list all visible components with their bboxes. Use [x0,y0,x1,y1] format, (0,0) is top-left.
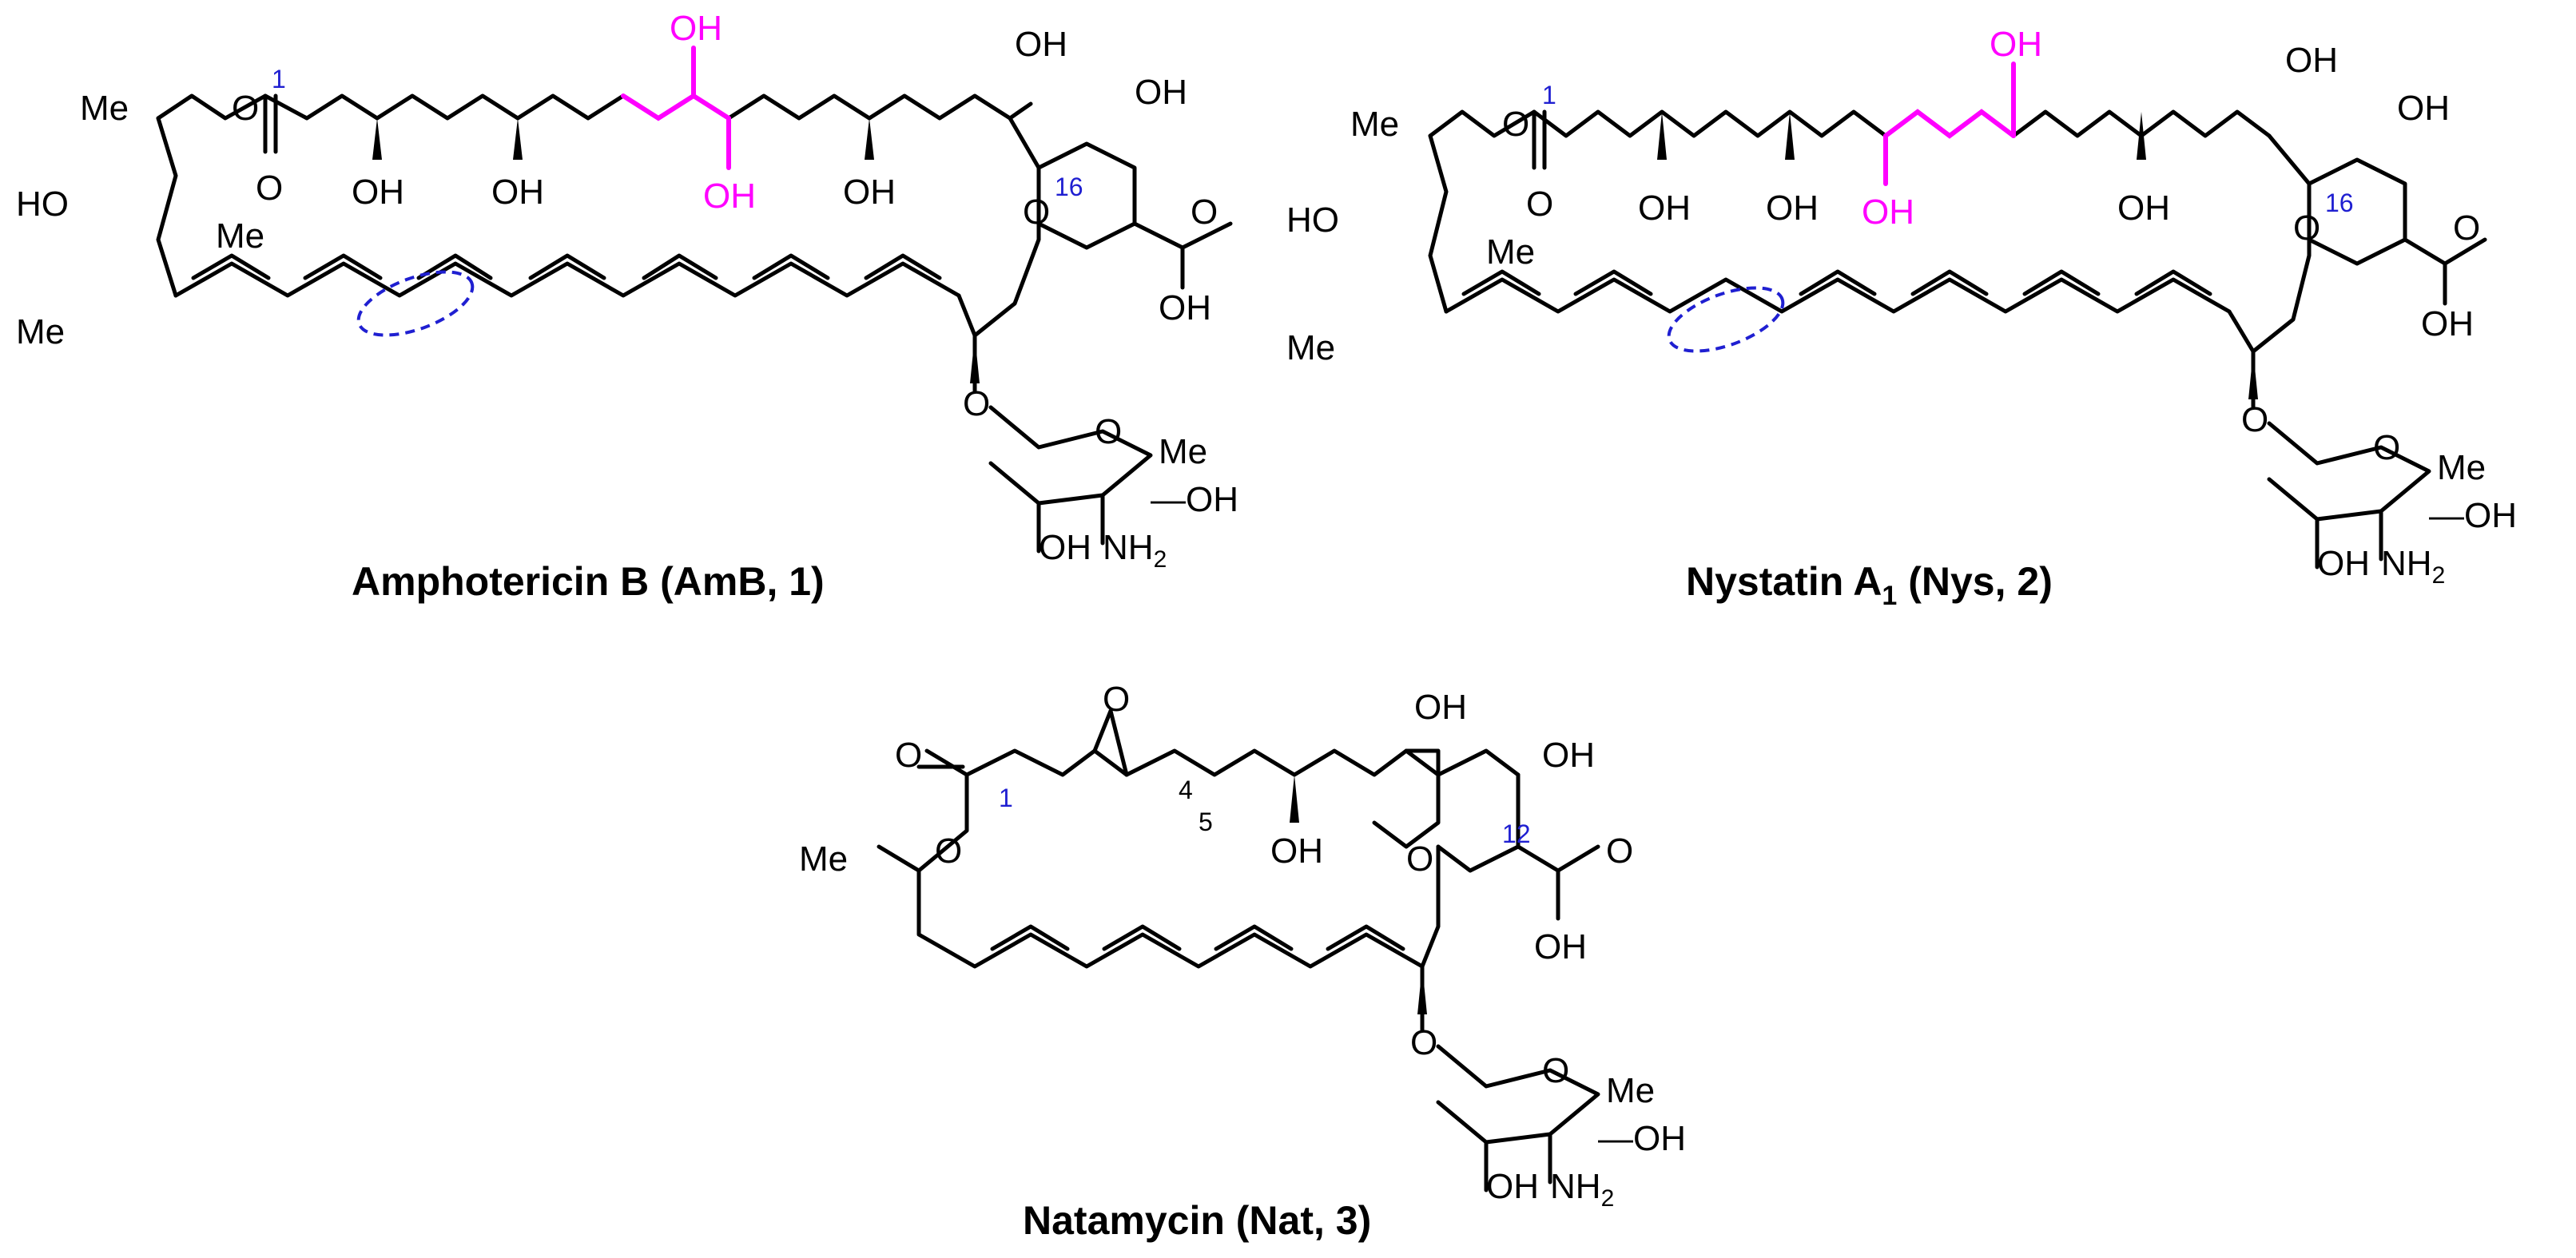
nys-ellipse-marker [1667,286,1785,353]
amb-sugar-oh2: OH [1039,528,1091,567]
nys-locant-1: 1 [1542,81,1556,109]
nys-sugar-oh: —OH [2429,496,2517,535]
amb-me-low: Me [16,312,65,351]
nys-nh2: NH2 [2381,544,2445,589]
amb-ester-o: O [232,89,259,128]
amb-acid-oh: OH [1159,288,1211,327]
nys-oh-1: OH [1638,189,1691,228]
nys-glyc-o: O [2241,400,2268,439]
nat-locant-12: 12 [1502,819,1531,848]
nys-highlight-chain [1883,109,2016,139]
nys-title: Nystatin A1 (Nys, 2) [1686,559,2053,611]
nat-sugar-me: Me [1606,1071,1655,1110]
nat-sugar-oh: —OH [1598,1119,1686,1158]
amb-ellipse-marker [356,270,475,337]
amb-oh-1: OH [352,173,404,212]
nys-sugar-me: Me [2437,448,2486,487]
nat-oh-3: OH [1542,736,1595,775]
amb-oh-hl-bottom: OH [703,177,756,216]
nat-acid-oh: OH [1534,927,1587,966]
nys-ester-o: O [1502,105,1529,144]
nys-oh-4: OH [2285,41,2338,80]
nat-locant-5: 5 [1199,808,1213,836]
amb-glyc-o: O [963,384,990,423]
amb-me-top: Me [80,89,129,128]
nat-locant-1: 1 [999,784,1013,812]
nat-carbonyl-o: O [895,736,922,775]
amb-oh-5: OH [1135,73,1187,112]
amb-me-mid: Me [216,216,264,256]
amb-locant-1: 1 [272,65,286,93]
nys-me-low: Me [1286,328,1335,367]
natamycin-structure: O O Me O OH OH OH O O OH O O Me —OH OH N… [799,680,1686,1243]
nys-oh-hl-bottom: OH [1862,192,1914,232]
nys-sugar-o: O [2373,428,2400,467]
amb-sugar-o: O [1095,412,1122,451]
nys-me-mid: Me [1486,232,1535,272]
amb-oh-4: OH [1015,25,1067,64]
nys-sugar-oh2: OH [2317,544,2370,583]
nys-ho: HO [1286,200,1339,240]
amb-oh-2: OH [491,173,544,212]
nat-acid-o: O [1606,831,1633,871]
nat-epoxide-o: O [1103,680,1130,719]
amb-nh2: NH2 [1103,528,1167,573]
amb-oh-3: OH [843,173,896,212]
nystatin-a1-structure: Me O O HO Me Me OH OH OH OH OH OH OH O O… [1286,25,2517,611]
amb-highlight-chain [621,93,731,121]
amb-oh-hl-top: OH [670,9,722,48]
amb-title: Amphotericin B (AmB, 1) [352,559,825,604]
nys-oh-3: OH [2117,189,2170,228]
amb-acid-o: O [1191,192,1218,232]
amb-sugar-me: Me [1159,432,1207,471]
nys-oh-5: OH [2397,89,2450,128]
nys-carbonyl-o: O [1526,185,1553,224]
amphotericin-b-structure: Me O O HO Me Me OH OH OH OH OH OH OH O O… [16,9,1238,604]
amb-sugar-oh: —OH [1151,480,1238,519]
nat-title: Natamycin (Nat, 3) [1023,1198,1371,1243]
nat-sugar-oh2: OH [1486,1167,1539,1206]
nys-acid-o: O [2453,208,2480,248]
nat-ester-o: O [935,831,962,871]
nat-glyc-o: O [1410,1023,1437,1062]
nys-ring-o: O [2293,208,2320,248]
nys-me-top: Me [1350,105,1399,144]
nat-sugar-o: O [1542,1051,1569,1090]
nat-me: Me [799,839,848,879]
nys-acid-oh: OH [2421,304,2474,343]
nat-oh-1: OH [1270,831,1323,871]
nat-ring-o: O [1406,839,1433,879]
nys-oh-hl-top: OH [1990,25,2042,64]
nys-locant-16: 16 [2325,189,2354,217]
nys-oh-2: OH [1766,189,1819,228]
amb-locant-16: 16 [1055,173,1083,201]
amb-ho: HO [16,185,69,224]
amb-ring-o: O [1023,192,1050,232]
amb-carbonyl-o: O [256,169,283,208]
nat-oh-2: OH [1414,688,1467,727]
nat-locant-4: 4 [1179,776,1193,804]
nat-nh2: NH2 [1550,1167,1614,1212]
